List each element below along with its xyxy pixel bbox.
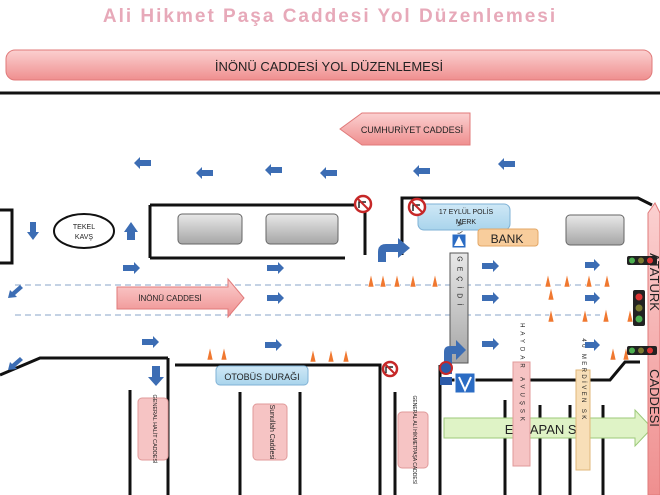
parking-block-2	[265, 213, 339, 245]
arrow-right-10	[585, 292, 600, 304]
traffic-arrows	[8, 157, 600, 386]
arrow-right-6	[482, 260, 499, 272]
general-halit-box	[137, 397, 169, 461]
overpass-label: AYA GEÇİDİ	[456, 222, 465, 311]
arrow-diag-2	[8, 357, 23, 370]
arrow-right-11	[585, 339, 600, 351]
cone-2	[379, 273, 387, 288]
banner-text: İNÖNÜ CADDESİ YOL DÜZENLEMESİ	[215, 59, 443, 74]
pedestrian-sign	[454, 372, 476, 394]
evyapan-arrow-shape	[443, 408, 653, 448]
haydar-box	[512, 361, 531, 467]
cone-8	[585, 273, 593, 288]
inonu-arrow-shape	[116, 277, 245, 319]
arrow-left-1	[134, 157, 151, 169]
cone-3	[393, 273, 401, 288]
cone-11	[581, 308, 589, 323]
bank-box	[477, 228, 539, 247]
cone-16	[220, 346, 228, 361]
cone-15	[206, 346, 214, 361]
arrow-left-3	[265, 164, 282, 176]
tekel-label-1: TEKEL	[73, 224, 95, 231]
arrow-left-5	[413, 165, 430, 177]
cone-13	[626, 308, 634, 323]
cone-7	[563, 273, 571, 288]
cone-17	[309, 348, 317, 363]
arrow-right-4	[265, 339, 282, 351]
cone-20	[609, 346, 617, 361]
general-halit-label: GENERAL HALİT CADDESİ	[151, 394, 158, 464]
cumhuriyet-arrow-shape	[339, 112, 471, 146]
banner-bar	[5, 49, 653, 81]
cone-10	[547, 286, 555, 301]
cone-1	[367, 273, 375, 288]
cumhuriyet-label: CUMHURİYET CADDESİ	[361, 125, 463, 135]
cone-18	[327, 348, 335, 363]
police-label-1: 17 EYLÜL POLİS	[439, 207, 494, 216]
arrow-right-5	[142, 336, 159, 348]
bus-stop-box	[215, 365, 309, 386]
arrow-left-4	[320, 167, 337, 179]
tekel-kavs-ellipse	[53, 213, 115, 249]
no-turn-sign-2	[407, 197, 427, 217]
tekel-label-2: KAVŞ	[75, 234, 93, 241]
cone-6	[544, 273, 552, 288]
parking-block-1	[177, 213, 243, 245]
arrow-right-1	[123, 262, 140, 274]
page-title: Ali Hikmet Paşa Caddesi Yol Düzenlemesi	[103, 6, 557, 27]
crossing-sign-icon	[454, 236, 464, 246]
cone-19	[342, 348, 350, 363]
police-label-2: MERK	[456, 219, 477, 226]
arrow-down-1	[27, 222, 39, 240]
police-station-box	[417, 203, 511, 231]
cone-5	[431, 273, 439, 288]
ataturk-label-1: ATATÜRK	[647, 253, 660, 311]
arrow-turn-up-right	[378, 238, 410, 262]
sunullah-label: Sunullah Caddesi	[268, 405, 275, 460]
parking-block-3	[565, 214, 625, 246]
arrow-left-2	[196, 167, 213, 179]
cone-4	[409, 273, 417, 288]
arrow-right-8	[482, 338, 499, 350]
inonu-label: İNÖNÜ CADDESİ	[138, 294, 202, 303]
traffic-light-middle	[633, 290, 645, 326]
cone-9	[603, 273, 611, 288]
overpass-bar	[449, 252, 469, 364]
general-ali-label: GENERAL ALİ HİKMETPAŞA CADDESİ	[411, 396, 418, 485]
traffic-cones	[206, 273, 634, 363]
merdiven-box	[575, 369, 591, 471]
arrow-right-3	[267, 292, 284, 304]
no-stopping-sign	[439, 361, 453, 385]
cone-12	[602, 307, 610, 323]
arrow-right-2	[267, 262, 284, 274]
arrow-diag-1	[8, 285, 23, 298]
traffic-light-bottom	[627, 346, 657, 355]
merdiven-label: 40 MERDİVEN SK	[580, 338, 587, 421]
arrow-right-9	[585, 259, 600, 271]
sunullah-box	[252, 403, 288, 461]
arrow-left-6	[498, 158, 515, 170]
no-turn-sign-3	[381, 360, 399, 378]
general-ali-box	[397, 411, 429, 469]
traffic-light-top	[627, 256, 657, 265]
ataturk-label-2: CADDESİ	[647, 369, 660, 427]
bank-label: BANK	[491, 232, 524, 246]
no-turn-sign-1	[353, 194, 373, 214]
bus-stop-label: OTOBÜS DURAĞI	[224, 372, 299, 382]
haydar-label: HAYDAR AVUŞSK	[519, 323, 525, 425]
arrow-down-2	[148, 366, 164, 386]
cone-14	[547, 308, 555, 323]
arrow-up-1	[124, 222, 138, 240]
arrow-right-7	[482, 292, 499, 304]
